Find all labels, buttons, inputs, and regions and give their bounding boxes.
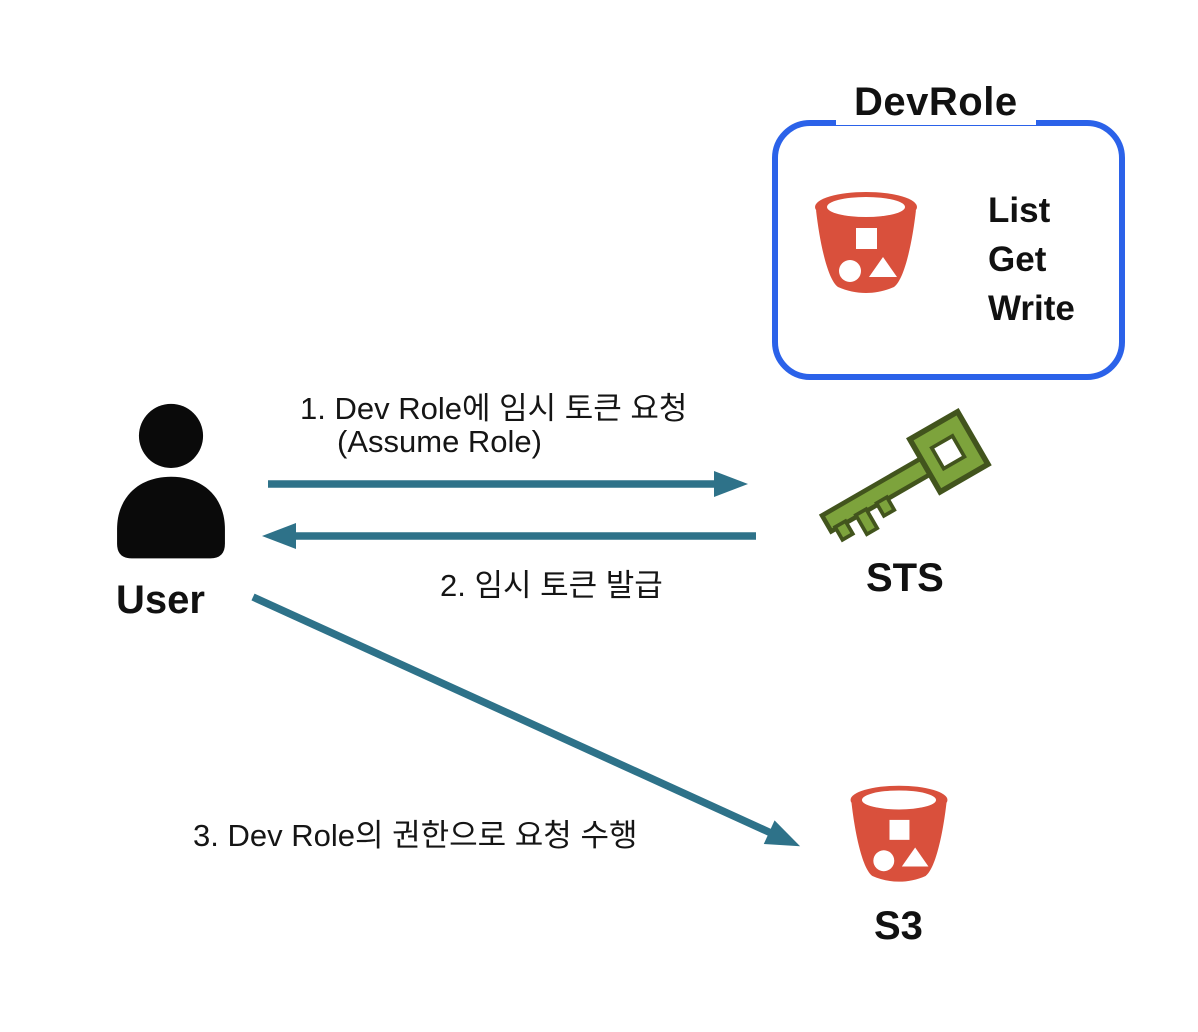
permission-get: Get [988, 240, 1047, 279]
sts-key-icon [810, 407, 994, 550]
step2-label: 2. 임시 토큰 발급 [440, 568, 663, 603]
step3-label: 3. Dev Role의 권한으로 요청 수행 [193, 818, 638, 853]
devrole-title: DevRole [836, 80, 1036, 125]
permission-write: Write [988, 289, 1075, 328]
user-label: User [116, 578, 205, 622]
step1-label-line2: (Assume Role) [337, 424, 542, 459]
s3-label: S3 [874, 904, 923, 948]
devrole-bucket-icon [806, 190, 926, 302]
devrole-permissions: List Get Write [988, 186, 1075, 333]
sts-label: STS [866, 556, 944, 600]
arrow-step3-user-to-s3 [251, 593, 801, 847]
permission-list: List [988, 191, 1051, 230]
user-icon [98, 398, 244, 570]
step1-label-line1: 1. Dev Role에 임시 토큰 요청 [300, 391, 688, 426]
s3-bucket-icon [842, 783, 956, 891]
